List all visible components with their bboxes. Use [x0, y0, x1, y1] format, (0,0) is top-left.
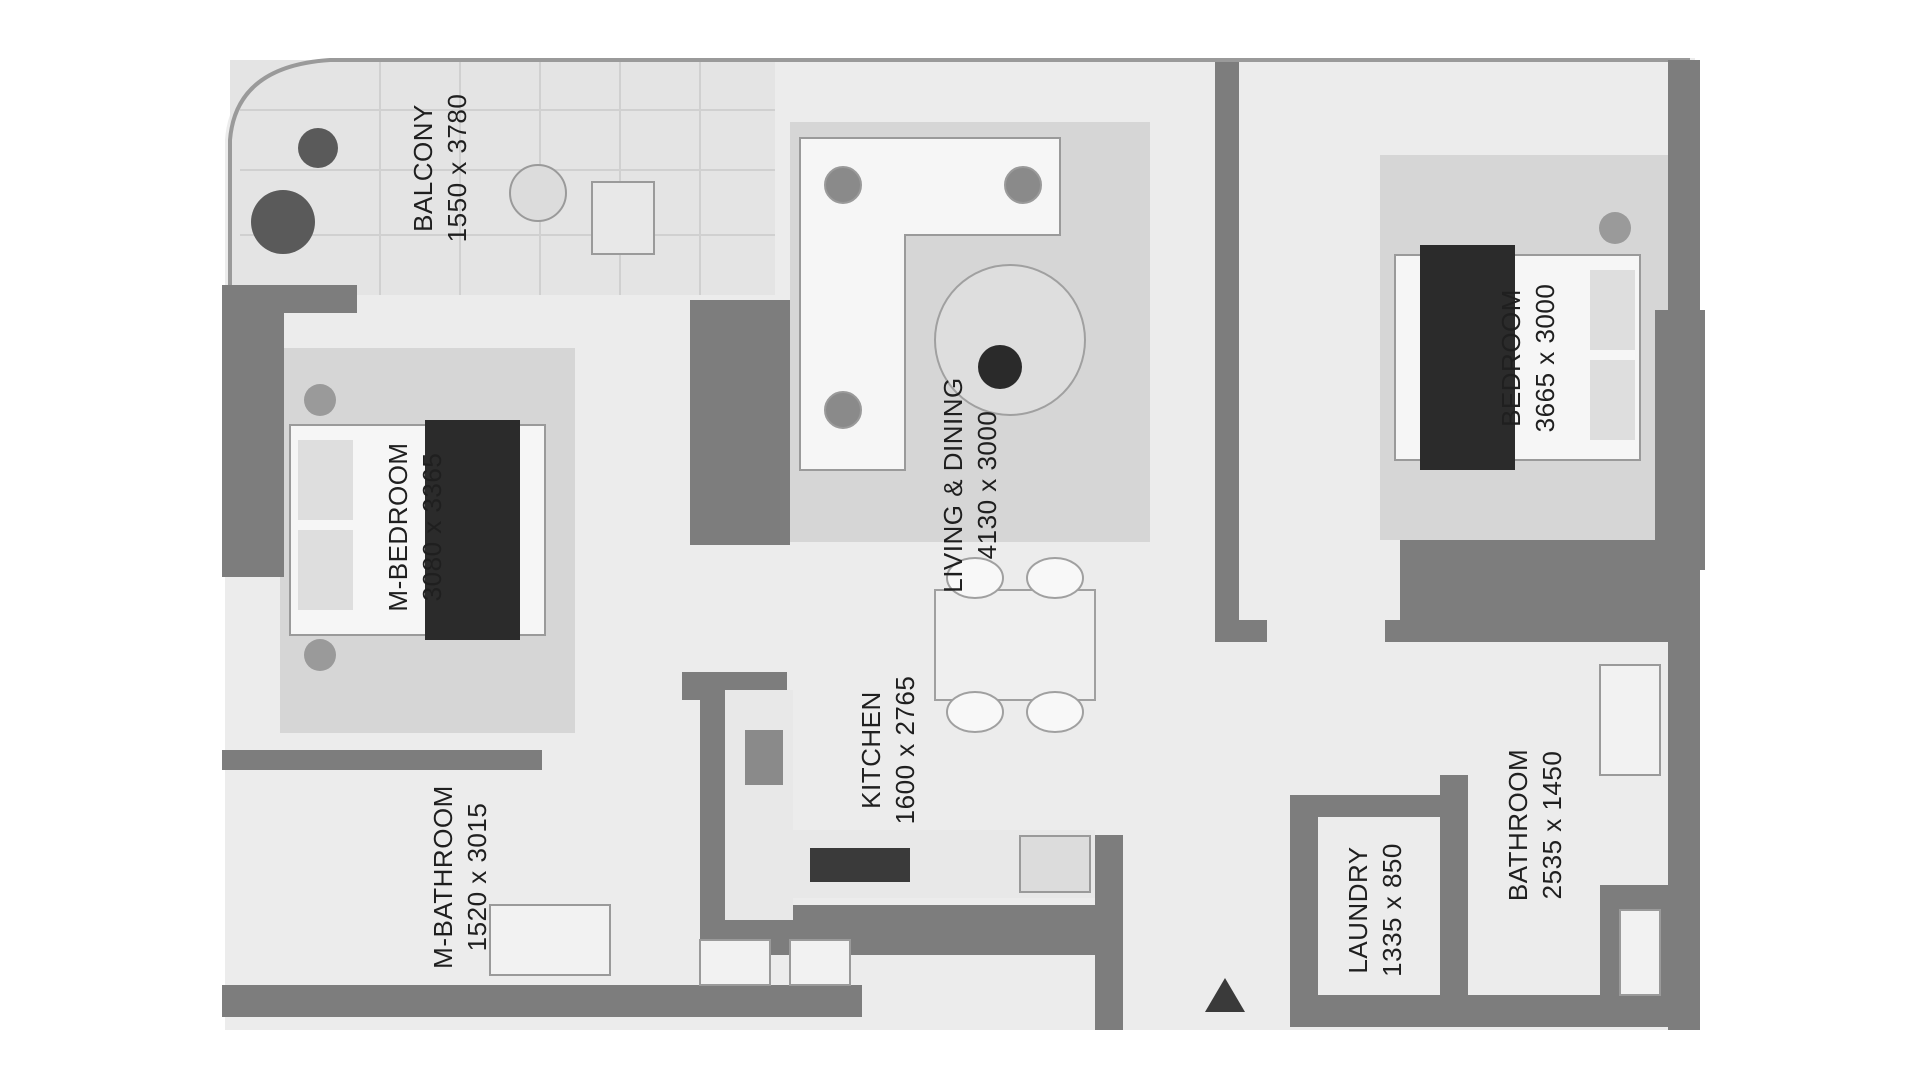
bathroom-vanity [1599, 664, 1661, 776]
m-bathroom-vanity [489, 904, 611, 976]
dining-table [934, 589, 1096, 701]
room-name: KITCHEN [856, 691, 886, 809]
chair [1026, 557, 1084, 599]
shaft [789, 939, 851, 986]
plant [298, 128, 338, 168]
shaft [1619, 909, 1661, 996]
pillow [1590, 270, 1635, 350]
balcony-floor [230, 60, 775, 295]
dining-set [934, 557, 1096, 733]
chair [946, 557, 1004, 599]
wall [222, 750, 542, 770]
pillow [1590, 360, 1635, 440]
pillow [298, 440, 353, 520]
room-name: BEDROOM [1496, 289, 1526, 427]
wall [222, 285, 284, 577]
room-label-m-bedroom: M-BEDROOM 3080 x 3365 [383, 442, 447, 611]
room-name: M-BATHROOM [428, 785, 458, 969]
room-name: BALCONY [408, 104, 438, 232]
room-dims: 4130 x 3000 [972, 411, 1002, 560]
room-dims: 2535 x 1450 [1537, 751, 1567, 900]
wall [1290, 795, 1318, 1020]
balcony-table [509, 164, 567, 222]
sink [1019, 835, 1091, 893]
coffee-table [934, 264, 1086, 416]
chair [946, 691, 1004, 733]
pillow [298, 530, 353, 610]
fridge [745, 730, 783, 785]
wall [1215, 620, 1267, 642]
chair [1026, 691, 1084, 733]
sofa [799, 137, 1061, 471]
room-label-balcony: BALCONY 1550 x 3780 [408, 94, 472, 243]
floor-area [225, 58, 1695, 1030]
room-label-kitchen: KITCHEN 1600 x 2765 [856, 676, 920, 825]
wall [1440, 775, 1468, 1015]
wall [1095, 835, 1123, 1030]
wall [1655, 310, 1705, 570]
wall [690, 300, 790, 545]
room-label-living-dining: LIVING & DINING 4130 x 3000 [938, 377, 1002, 593]
decor-bowl [978, 345, 1022, 389]
room-dims: 3080 x 3365 [417, 453, 447, 602]
room-name: LIVING & DINING [938, 377, 968, 593]
room-dims: 1335 x 850 [1377, 843, 1407, 977]
wall [1215, 62, 1239, 642]
room-dims: 1600 x 2765 [890, 676, 920, 825]
wall [1290, 795, 1455, 817]
balcony-chair [591, 181, 655, 255]
cooktop [810, 848, 910, 882]
room-label-laundry: LAUNDRY 1335 x 850 [1343, 843, 1407, 977]
wall [1400, 540, 1675, 620]
room-dims: 1550 x 3780 [442, 94, 472, 243]
master-bed [289, 384, 546, 671]
room-dims: 1520 x 3015 [462, 803, 492, 952]
room-labels: BALCONY 1550 x 3780 M-BEDROOM 3080 x 336… [383, 94, 1567, 977]
lamp [1599, 212, 1631, 244]
glazing [228, 58, 1690, 285]
wall [222, 985, 862, 1017]
room-dims: 3665 x 3000 [1530, 284, 1560, 433]
plant [251, 190, 315, 254]
bedroom-bed [1394, 212, 1641, 470]
lamp [304, 639, 336, 671]
room-name: LAUNDRY [1343, 846, 1373, 973]
room-label-bedroom: BEDROOM 3665 x 3000 [1496, 284, 1560, 433]
bed-throw [1420, 245, 1515, 470]
room-name: M-BEDROOM [383, 442, 413, 611]
bed-throw [425, 420, 520, 640]
kitchen-counters [725, 690, 1095, 920]
lamp [304, 384, 336, 416]
room-label-m-bathroom: M-BATHROOM 1520 x 3015 [428, 785, 492, 969]
entrance-arrow-icon [1205, 978, 1245, 1012]
plants [251, 128, 655, 255]
wall [1385, 620, 1695, 642]
shaft [699, 939, 771, 986]
room-name: BATHROOM [1503, 749, 1533, 901]
bathroom-fixtures [489, 664, 1661, 996]
room-label-bathroom: BATHROOM 2535 x 1450 [1503, 749, 1567, 901]
